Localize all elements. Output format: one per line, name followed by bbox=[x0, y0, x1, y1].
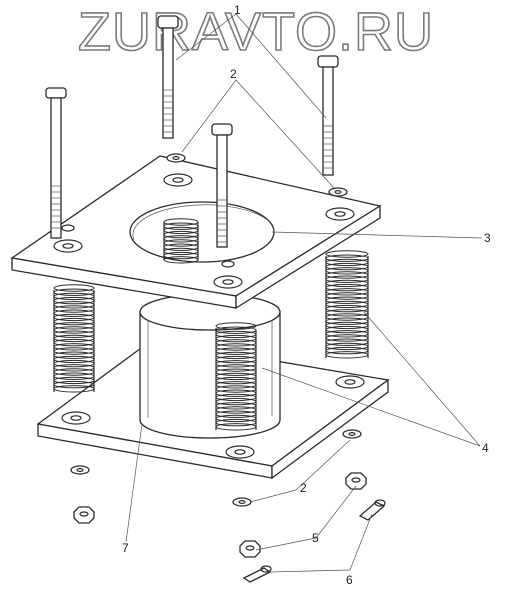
nut-part-5-right bbox=[345, 472, 367, 490]
cylinder-part-7 bbox=[139, 293, 281, 439]
nut-part-5-left bbox=[239, 540, 261, 558]
bolt-left bbox=[45, 87, 67, 239]
spring-front bbox=[215, 322, 257, 431]
bolt-right bbox=[317, 55, 339, 176]
washer-loose-left bbox=[70, 465, 90, 475]
callout-3: 3 bbox=[484, 231, 491, 245]
callout-6: 6 bbox=[346, 573, 353, 587]
callout-2-bottom: 2 bbox=[300, 481, 307, 495]
callout-1: 1 bbox=[234, 3, 241, 17]
bolt-center-front bbox=[211, 123, 233, 248]
washer-loose-right bbox=[342, 429, 362, 439]
leader-lines bbox=[125, 13, 483, 573]
spring-left bbox=[53, 284, 95, 393]
cotter-pin-right bbox=[358, 499, 386, 521]
cotter-pin-left bbox=[242, 565, 272, 583]
washer-top-left bbox=[166, 153, 186, 163]
washer-loose-center bbox=[232, 497, 252, 507]
callout-2-top: 2 bbox=[230, 67, 237, 81]
callout-5: 5 bbox=[312, 531, 319, 545]
callout-4: 4 bbox=[482, 441, 489, 455]
spring-right bbox=[325, 250, 369, 359]
bolt-center-back bbox=[157, 15, 179, 139]
nut-loose-left bbox=[73, 506, 95, 524]
callout-7: 7 bbox=[122, 541, 129, 555]
top-plate-part-3 bbox=[10, 155, 382, 310]
washer-top-right bbox=[328, 187, 348, 197]
spring-inside-opening bbox=[163, 218, 199, 264]
